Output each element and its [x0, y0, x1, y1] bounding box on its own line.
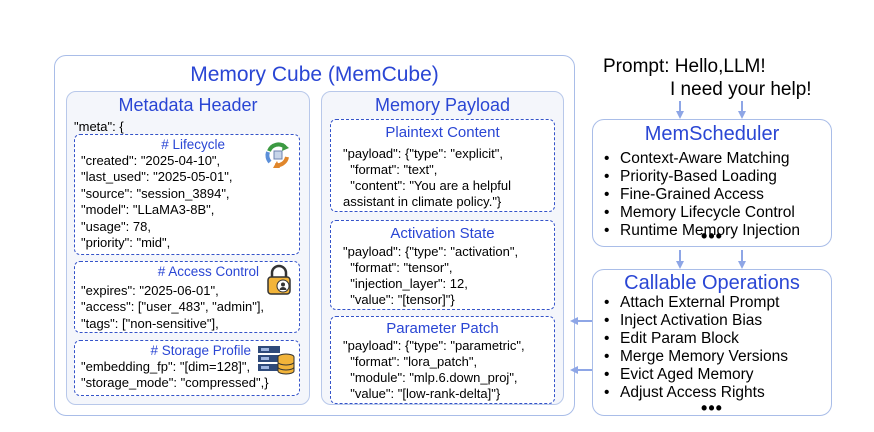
- plaintext-line-4: assistant in climate policy."}: [343, 194, 502, 209]
- access-line-3: "tags": ["non-sensitive"],: [81, 316, 219, 331]
- operation-item: Inject Activation Bias: [604, 312, 788, 330]
- scheduler-item: Runtime Memory Injection: [604, 222, 800, 240]
- access-line-2: "access": ["user_483", "admin"],: [81, 299, 265, 314]
- lifecycle-line-3: "source": "session_3894",: [81, 186, 230, 201]
- activation-state-title: Activation State: [390, 225, 495, 242]
- prompt-line-1: Prompt: Hello,LLM!: [603, 56, 766, 77]
- operation-item: Adjust Access Rights: [604, 384, 788, 402]
- operation-item: Attach External Prompt: [604, 294, 788, 312]
- scheduler-item: Priority-Based Loading: [604, 168, 800, 186]
- memscheduler-list: Context-Aware Matching Priority-Based Lo…: [604, 150, 800, 240]
- access-line-1: "expires": "2025-06-01",: [81, 283, 219, 298]
- callable-operations-title: Callable Operations: [624, 272, 800, 294]
- storage-line-2: "storage_mode": "compressed",}: [81, 375, 269, 390]
- operation-item: Merge Memory Versions: [604, 348, 788, 366]
- scheduler-item: Context-Aware Matching: [604, 150, 800, 168]
- lifecycle-title: # Lifecycle: [161, 137, 225, 152]
- memcube-title: Memory Cube (MemCube): [190, 63, 439, 86]
- lifecycle-box: # Lifecycle "created": "2025-04-10", "la…: [74, 134, 300, 255]
- scheduler-more: •••: [701, 226, 723, 246]
- server-database-icon: [257, 344, 295, 376]
- memscheduler-title: MemScheduler: [644, 123, 780, 145]
- meta-open: "meta": {: [74, 119, 124, 134]
- activation-line-3: "injection_layer": 12,: [343, 276, 468, 291]
- operations-more: •••: [701, 398, 723, 418]
- parameter-patch-box: Parameter Patch "payload": {"type": "par…: [330, 316, 555, 404]
- access-control-title: # Access Control: [157, 264, 259, 279]
- recycle-icon: [261, 138, 295, 172]
- parameter-patch-title: Parameter Patch: [386, 320, 499, 337]
- plaintext-line-1: "payload": {"type": "explicit",: [343, 146, 503, 161]
- access-control-box: # Access Control "expires": "2025-06-01"…: [74, 261, 300, 333]
- storage-profile-title: # Storage Profile: [150, 343, 251, 358]
- lock-user-icon: [265, 264, 293, 296]
- activation-state-box: Activation State "payload": {"type": "ac…: [330, 220, 555, 310]
- scheduler-item: Memory Lifecycle Control: [604, 204, 800, 222]
- plaintext-content-box: Plaintext Content "payload": {"type": "e…: [330, 119, 555, 212]
- parameter-line-3: "module": "mlp.6.down_proj",: [343, 370, 518, 385]
- activation-line-4: "value": "[tensor]"}: [343, 292, 455, 307]
- metadata-header-title: Metadata Header: [118, 95, 258, 115]
- plaintext-line-2: "format": "text",: [343, 162, 438, 177]
- lifecycle-line-5: "usage": 78,: [81, 219, 151, 234]
- plaintext-content-title: Plaintext Content: [385, 124, 500, 141]
- lifecycle-line-4: "model": "LLaMA3-8B",: [81, 202, 215, 217]
- parameter-line-2: "format": "lora_patch",: [343, 354, 478, 369]
- storage-line-1: "embedding_fp": "[dim=128]",: [81, 359, 251, 374]
- operation-item: Evict Aged Memory: [604, 366, 788, 384]
- storage-profile-box: # Storage Profile "embedding_fp": "[dim=…: [74, 340, 300, 396]
- lifecycle-line-2: "last_used": "2025-05-01",: [81, 169, 233, 184]
- plaintext-line-3: "content": "You are a helpful: [343, 178, 512, 193]
- parameter-line-1: "payload": {"type": "parametric",: [343, 338, 525, 353]
- lifecycle-line-6: "priority": "mid",: [81, 235, 171, 250]
- operation-item: Edit Param Block: [604, 330, 788, 348]
- activation-line-2: "format": "tensor",: [343, 260, 453, 275]
- memory-payload-title: Memory Payload: [374, 95, 511, 115]
- operations-list: Attach External Prompt Inject Activation…: [604, 294, 788, 402]
- prompt-line-2: I need your help!: [670, 79, 812, 100]
- scheduler-item: Fine-Grained Access: [604, 186, 800, 204]
- lifecycle-line-1: "created": "2025-04-10",: [81, 153, 221, 168]
- parameter-line-4: "value": "[low-rank-delta]"}: [343, 386, 501, 401]
- activation-line-1: "payload": {"type": "activation",: [343, 244, 519, 259]
